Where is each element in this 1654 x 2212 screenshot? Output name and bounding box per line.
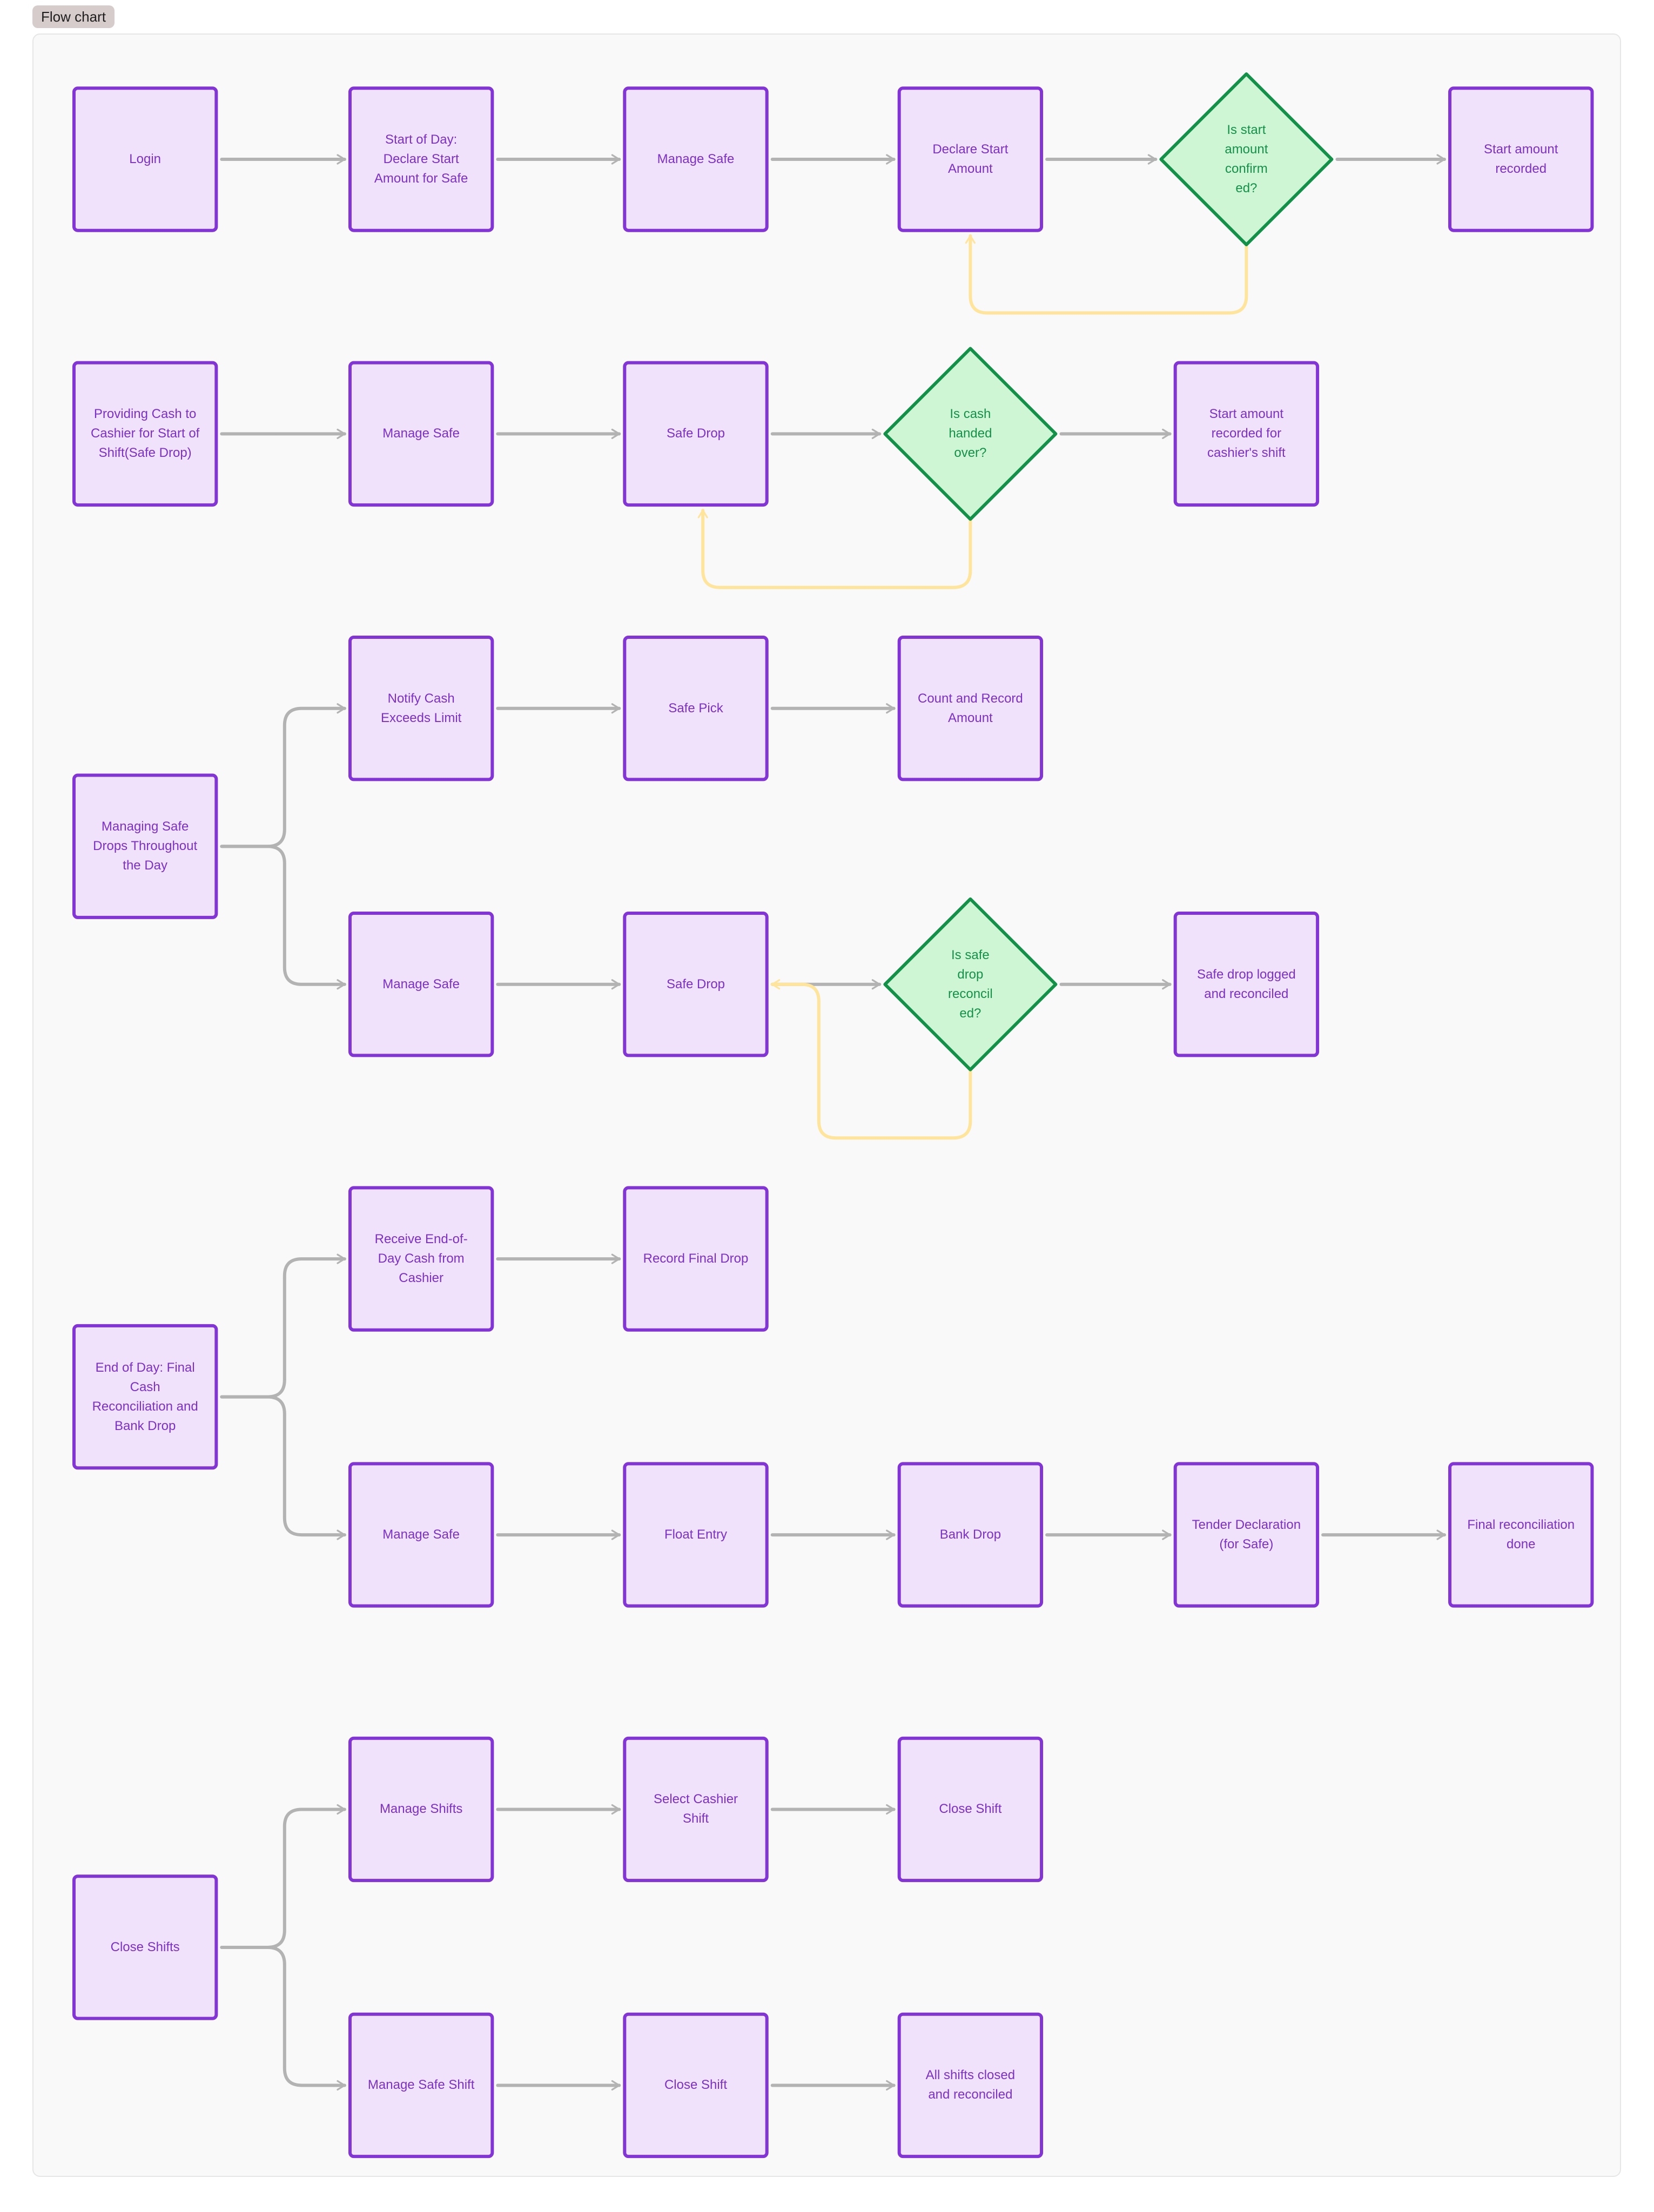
node-label-tender-decl: Tender Declaration (for Safe) — [1192, 1518, 1301, 1552]
node-label-safe-drop-1: Safe Drop — [666, 426, 725, 441]
edge-drop-reconciled-to-safe-drop-2 — [770, 979, 972, 1140]
node-label-record-final: Record Final Drop — [643, 1251, 749, 1266]
process-node-notify-cash[interactable] — [348, 636, 494, 781]
process-node-manage-safe-2[interactable] — [348, 361, 494, 507]
edge-end-of-day-to-receive-eod — [220, 1253, 346, 1399]
process-node-manage-safe-1[interactable] — [623, 86, 769, 232]
node-label-select-cashier: Select Cashier Shift — [653, 1792, 738, 1826]
edge-managing-drops-to-notify-cash — [220, 703, 346, 848]
process-node-select-cashier[interactable] — [623, 1736, 769, 1883]
process-node-end-of-day[interactable] — [72, 1324, 218, 1470]
decision-node-drop-reconciled[interactable] — [883, 897, 1058, 1071]
node-label-managing-drops: Managing Safe Drops Throughout the Day — [93, 819, 198, 873]
process-node-bank-drop[interactable] — [897, 1462, 1044, 1608]
node-label-manage-safe-2: Manage Safe — [382, 426, 460, 441]
node-label-confirm-start: Is start amount confirm ed? — [1225, 122, 1268, 195]
node-label-manage-safe-shift: Manage Safe Shift — [367, 2078, 475, 2093]
process-node-all-closed[interactable] — [897, 2012, 1044, 2159]
process-node-safe-drop-1[interactable] — [623, 361, 769, 507]
process-node-tender-decl[interactable] — [1173, 1462, 1320, 1608]
process-node-login[interactable] — [72, 86, 218, 232]
process-node-manage-safe-shift[interactable] — [348, 2012, 494, 2159]
edge-confirm-start-to-declare-start — [965, 234, 1248, 315]
decision-node-confirm-start[interactable] — [1159, 72, 1334, 247]
process-node-close-shifts[interactable] — [72, 1874, 218, 2020]
node-label-safe-drop-2: Safe Drop — [666, 976, 725, 992]
nodes-layer — [72, 72, 1594, 2159]
process-node-close-shift-1[interactable] — [897, 1736, 1044, 1883]
edge-close-shifts-to-manage-shifts — [220, 1804, 346, 1949]
node-label-manage-safe-4: Manage Safe — [382, 1527, 460, 1542]
process-node-final-recon[interactable] — [1448, 1462, 1594, 1608]
node-label-final-recon: Final reconciliation done — [1467, 1518, 1575, 1552]
process-node-manage-safe-3[interactable] — [348, 912, 494, 1057]
node-label-providing-cash: Providing Cash to Cashier for Start of S… — [90, 407, 200, 461]
edge-managing-drops-to-manage-safe-3 — [220, 845, 346, 990]
node-label-close-shift-2: Close Shift — [664, 2078, 728, 2093]
edge-end-of-day-to-manage-safe-4 — [220, 1395, 346, 1540]
node-label-receive-eod: Receive End-of- Day Cash from Cashier — [374, 1232, 468, 1286]
node-label-count-record: Count and Record Amount — [917, 691, 1023, 725]
node-label-drop-logged: Safe drop logged and reconciled — [1196, 967, 1296, 1001]
flow-chart-tag: Flow chart — [32, 5, 115, 28]
node-label-drop-reconciled: Is safe drop reconcil ed? — [948, 947, 993, 1021]
node-label-bank-drop: Bank Drop — [939, 1527, 1001, 1542]
edge-close-shifts-to-manage-safe-shift — [220, 1945, 346, 2091]
node-label-notify-cash: Notify Cash Exceeds Limit — [380, 691, 462, 725]
node-label-manage-shifts: Manage Shifts — [379, 1802, 463, 1817]
node-label-login: Login — [129, 151, 162, 166]
node-label-safe-pick: Safe Pick — [668, 700, 723, 716]
process-node-managing-drops[interactable] — [72, 773, 218, 919]
process-node-providing-cash[interactable] — [72, 361, 218, 507]
node-label-start-recorded: Start amount recorded — [1484, 141, 1558, 176]
process-node-close-shift-2[interactable] — [623, 2012, 769, 2159]
node-label-cash-handed: Is cash handed over? — [949, 407, 992, 461]
node-label-manage-safe-3: Manage Safe — [382, 976, 460, 992]
process-node-declare-start[interactable] — [897, 86, 1044, 232]
process-node-count-record[interactable] — [897, 636, 1044, 781]
process-node-receive-eod[interactable] — [348, 1186, 494, 1332]
node-label-declare-start: Declare Start Amount — [932, 141, 1008, 176]
process-node-start-recorded[interactable] — [1448, 86, 1594, 232]
diagram-canvas-frame — [32, 33, 1621, 2177]
process-node-safe-drop-2[interactable] — [623, 912, 769, 1057]
process-node-float-entry[interactable] — [623, 1462, 769, 1608]
node-label-manage-safe-1: Manage Safe — [657, 151, 735, 166]
node-label-float-entry: Float Entry — [664, 1527, 728, 1542]
node-label-close-shifts: Close Shifts — [110, 1939, 180, 1954]
node-label-close-shift-1: Close Shift — [939, 1802, 1002, 1817]
process-node-manage-safe-4[interactable] — [348, 1462, 494, 1608]
node-label-start-of-day: Start of Day: Declare Start Amount for S… — [374, 132, 468, 186]
node-label-start-recorded-shift: Start amount recorded for cashier's shif… — [1207, 407, 1286, 461]
decision-node-cash-handed[interactable] — [883, 347, 1058, 521]
node-label-end-of-day: End of Day: Final Cash Reconciliation an… — [92, 1360, 198, 1433]
process-node-start-recorded-shift[interactable] — [1173, 361, 1320, 507]
edge-cash-handed-to-safe-drop-1 — [697, 509, 972, 589]
process-node-record-final[interactable] — [623, 1186, 769, 1332]
process-node-safe-pick[interactable] — [623, 636, 769, 781]
node-label-all-closed: All shifts closed and reconciled — [925, 2068, 1016, 2102]
process-node-manage-shifts[interactable] — [348, 1736, 494, 1883]
process-node-drop-logged[interactable] — [1173, 912, 1320, 1057]
edges-layer — [220, 154, 1447, 2091]
process-node-start-of-day[interactable] — [348, 86, 494, 232]
